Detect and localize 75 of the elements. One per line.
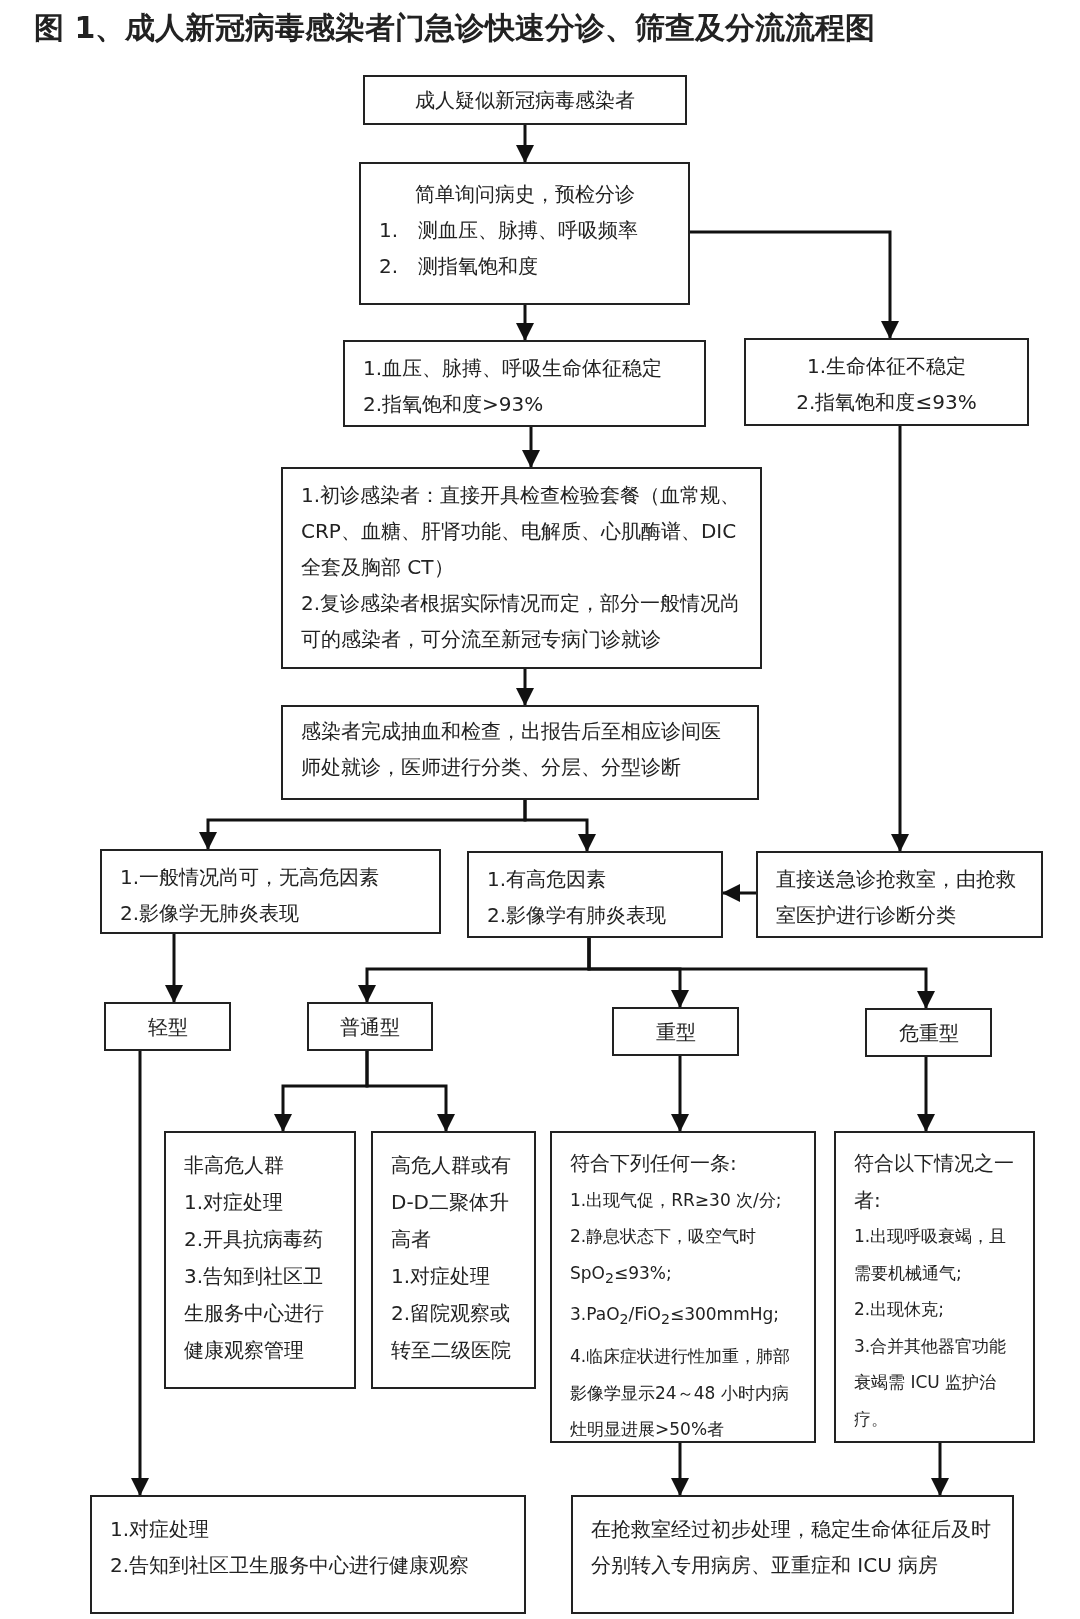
diagram-title: 图 1、成人新冠病毒感染者门急诊快速分诊、筛查及分流流程图 [34,9,876,47]
box-text: 成人疑似新冠病毒感染者 [414,87,636,113]
box-text: 2.静息状态下，吸空气时SpO$_{2}$≤93%; [570,1225,758,1288]
box-text: 1.血压、脉搏、呼吸生命体征稳定 [363,355,664,382]
box-text: 1. 测血压、脉搏、呼吸频率 [379,217,640,244]
arrow [671,1056,689,1132]
box-text: 在抢救室经过初步处理，稳定生命体征后及时分别转入专用病房、亚重症和 ICU 病房 [591,1516,992,1579]
box-text: 2.影像学有肺炎表现 [487,902,668,929]
process-box [90,1495,526,1614]
arrow [722,884,756,902]
box-text: 2.留院观察或转至二级医院 [391,1300,512,1364]
box-text: 3.PaO$_{2}$/FiO$_{2}$≤300mmHg; [570,1303,781,1330]
box-text: 1.出现气促，RR≥30 次/分; [570,1188,783,1212]
arrow [587,938,935,1009]
arrow [522,427,540,468]
process-box [281,467,762,669]
box-text: 符合以下情况之一者: [854,1150,1015,1214]
box-text: 1.初诊感染者：直接开具检查检验套餐（血常规、CRP、血糖、肝肾功能、电解质、心肌酶谱、DIC全套及胸部 CT） [301,482,742,581]
arrow [365,1051,455,1132]
box-text: 2.开具抗病毒药 [184,1226,325,1253]
arrow [671,1443,689,1496]
box-text: 2.影像学无肺炎表现 [120,900,301,927]
process-box [756,851,1043,938]
process-box [363,75,687,125]
box-text: 危重型 [897,1020,960,1046]
box-text: 4.临床症状进行性加重，肺部影像学显示24～48 小时内病灶明显进展>50%者 [570,1345,792,1442]
process-box [307,1002,433,1051]
box-text: 1.对症处理 [110,1516,211,1543]
box-text: 轻型 [146,1014,189,1040]
arrow [891,426,909,852]
process-box [550,1131,816,1443]
process-box [834,1131,1035,1443]
process-box [865,1008,992,1057]
box-text: 2. 测指氧饱和度 [379,253,540,280]
arrow [516,125,534,163]
arrow [917,1057,935,1132]
arrow [131,1051,149,1496]
process-box [359,162,690,305]
arrow [516,305,534,341]
process-box [571,1495,1014,1614]
box-text: 重型 [654,1019,697,1045]
process-box [371,1131,536,1389]
arrow [165,934,183,1003]
box-text: 2.告知到社区卫生服务中心进行健康观察 [110,1552,471,1579]
process-box [467,851,723,938]
box-text: 1.对症处理 [184,1189,285,1216]
box-text: 符合下列任何一条: [570,1150,738,1177]
box-text: 普通型 [339,1014,401,1040]
box-text: 2.复诊感染者根据实际情况而定，部分一般情况尚可的感染者，可分流至新冠专病门诊就诊 [301,590,742,653]
box-text: 1.出现呼吸衰竭，且需要机械通气; [854,1225,1008,1285]
box-text: 2.指氧饱和度≤93% [795,389,978,416]
box-text: 2.指氧饱和度>93% [363,391,545,418]
box-text: 简单询问病史，预检分诊 [413,181,636,208]
process-box [612,1007,739,1056]
arrow [523,800,596,852]
box-text: 高危人群或有D-D二聚体升高者 [391,1152,512,1253]
box-text: 1.对症处理 [391,1263,492,1290]
process-box [744,338,1029,426]
box-text: 非高危人群 [184,1152,285,1179]
box-text: 1.有高危因素 [487,866,608,893]
box-text: 感染者完成抽血和检查，出报告后至相应诊间医师处就诊，医师进行分类、分层、分型诊断 [301,718,722,781]
process-box [104,1002,231,1051]
process-box [343,340,706,427]
box-text: 3.告知到社区卫生服务中心进行健康观察管理 [184,1263,325,1364]
arrow [516,669,534,706]
arrow [690,230,899,339]
box-text: 2.出现休克; [854,1298,945,1321]
box-text: 直接送急诊抢救室，由抢救室医护进行诊断分类 [776,866,1017,929]
process-box [164,1131,356,1389]
box-text: 1.生命体征不稳定 [805,353,968,380]
box-text: 3.合并其他器官功能衰竭需 ICU 监护治疗。 [854,1334,1008,1431]
box-text: 1.一般情况尚可，无高危因素 [120,864,381,891]
arrow [931,1443,949,1496]
process-box [281,705,759,800]
process-box [100,849,441,934]
